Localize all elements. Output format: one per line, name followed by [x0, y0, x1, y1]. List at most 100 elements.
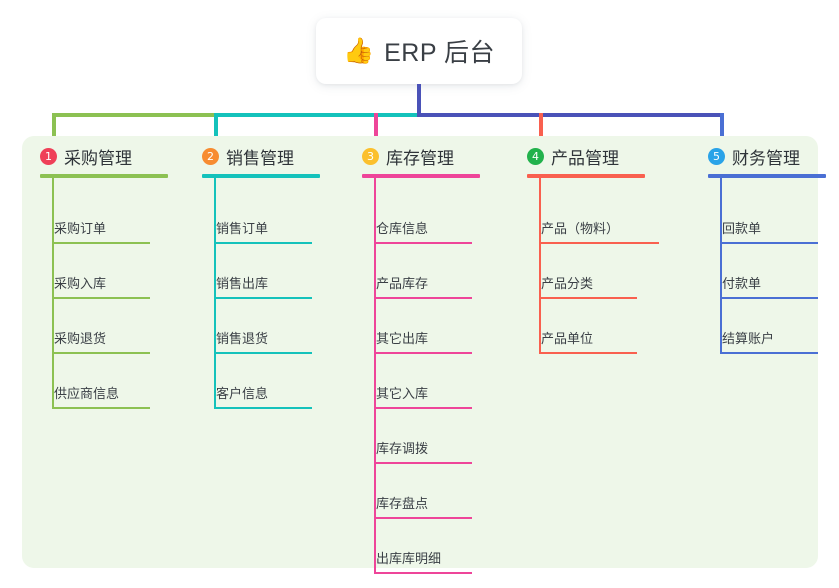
list-item-label: 采购退货 [54, 331, 107, 346]
list-item[interactable]: 采购订单 [40, 218, 150, 246]
list-item[interactable]: 销售退货 [202, 328, 312, 356]
list-item[interactable]: 产品库存 [362, 273, 472, 301]
bus-segment-blue [417, 113, 724, 117]
column-title: 产品管理 [551, 149, 619, 168]
list-item-label: 产品单位 [541, 331, 594, 346]
list-item-label: 产品库存 [376, 276, 429, 291]
list-item-label: 结算账户 [722, 331, 775, 346]
column-title: 财务管理 [732, 149, 800, 168]
list-item-rule [720, 242, 818, 244]
list-item[interactable]: 库存盘点 [362, 493, 472, 521]
column-spine [720, 176, 722, 354]
column-title: 销售管理 [226, 149, 294, 168]
list-item-rule [374, 517, 472, 519]
list-item-label: 回款单 [722, 221, 762, 236]
column-index-badge: 2 [202, 148, 219, 165]
list-item[interactable]: 库存调拨 [362, 438, 472, 466]
column-header-rule [202, 174, 320, 178]
list-item-label: 销售订单 [216, 221, 269, 236]
list-item[interactable]: 产品分类 [527, 273, 637, 301]
list-item-rule [214, 407, 312, 409]
column-spine [539, 176, 541, 354]
column-header-rule [527, 174, 645, 178]
list-item-label: 出库库明细 [376, 551, 442, 566]
list-item-rule [539, 242, 659, 244]
list-item-rule [374, 572, 472, 574]
column-库存管理: 3 库存管理仓库信息产品库存其它出库其它入库库存调拨库存盘点出库库明细 [362, 136, 512, 574]
column-spine [214, 176, 216, 409]
list-item-rule [214, 352, 312, 354]
root-node-card[interactable]: 👍 ERP 后台 [316, 18, 522, 84]
list-item[interactable]: 供应商信息 [40, 383, 150, 411]
root-trunk [417, 84, 421, 117]
list-item-rule [374, 242, 472, 244]
list-item[interactable]: 结算账户 [708, 328, 818, 356]
column-spine [374, 176, 376, 574]
list-item-label: 供应商信息 [54, 386, 120, 401]
list-item[interactable]: 其它入库 [362, 383, 472, 411]
bus-segment-green [52, 113, 214, 117]
list-item[interactable]: 销售出库 [202, 273, 312, 301]
list-item[interactable]: 付款单 [708, 273, 818, 301]
list-item-rule [52, 407, 150, 409]
list-item-label: 采购入库 [54, 276, 107, 291]
list-item[interactable]: 仓库信息 [362, 218, 472, 246]
thumbs-up-icon: 👍 [342, 36, 375, 65]
column-index-badge: 5 [708, 148, 725, 165]
list-item[interactable]: 销售订单 [202, 218, 312, 246]
list-item-label: 销售退货 [216, 331, 269, 346]
list-item-label: 其它入库 [376, 386, 429, 401]
list-item-label: 付款单 [722, 276, 762, 291]
list-item-label: 产品分类 [541, 276, 594, 291]
column-header-rule [362, 174, 480, 178]
column-index-badge: 4 [527, 148, 544, 165]
list-item[interactable]: 回款单 [708, 218, 818, 246]
column-header-rule [708, 174, 826, 178]
list-item-label: 库存盘点 [376, 496, 429, 511]
column-header-2[interactable]: 2 销售管理 [202, 144, 294, 169]
list-item-rule [539, 297, 637, 299]
bus-segment-teal [214, 113, 417, 117]
column-header-4[interactable]: 4 产品管理 [527, 144, 619, 169]
list-item[interactable]: 产品单位 [527, 328, 637, 356]
column-header-5[interactable]: 5 财务管理 [708, 144, 800, 169]
list-item-rule [720, 297, 818, 299]
column-title: 库存管理 [386, 149, 454, 168]
list-item-label: 其它出库 [376, 331, 429, 346]
list-item[interactable]: 采购入库 [40, 273, 150, 301]
list-item-rule [539, 352, 637, 354]
list-item-rule [52, 352, 150, 354]
column-销售管理: 2 销售管理销售订单销售出库销售退货客户信息 [202, 136, 352, 568]
list-item-rule [374, 407, 472, 409]
list-item-rule [214, 242, 312, 244]
column-spine [52, 176, 54, 409]
column-财务管理: 5 财务管理回款单付款单结算账户 [708, 136, 839, 568]
list-item[interactable]: 其它出库 [362, 328, 472, 356]
list-item-label: 库存调拨 [376, 441, 429, 456]
column-header-3[interactable]: 3 库存管理 [362, 144, 454, 169]
page-title: ERP 后台 [384, 39, 496, 67]
column-header-rule [40, 174, 168, 178]
list-item-rule [374, 297, 472, 299]
list-item-rule [374, 352, 472, 354]
column-index-badge: 3 [362, 148, 379, 165]
column-index-badge: 1 [40, 148, 57, 165]
list-item-label: 产品（物料） [541, 221, 620, 236]
list-item[interactable]: 客户信息 [202, 383, 312, 411]
list-item-label: 客户信息 [216, 386, 269, 401]
column-产品管理: 4 产品管理产品（物料） 产品分类产品单位 [527, 136, 677, 568]
list-item-rule [374, 462, 472, 464]
list-item-rule [720, 352, 818, 354]
list-item[interactable]: 产品（物料） [527, 218, 659, 246]
list-item-rule [52, 297, 150, 299]
list-item-rule [52, 242, 150, 244]
list-item-rule [214, 297, 312, 299]
list-item[interactable]: 采购退货 [40, 328, 150, 356]
list-item-label: 销售出库 [216, 276, 269, 291]
list-item[interactable]: 出库库明细 [362, 548, 472, 576]
list-item-label: 采购订单 [54, 221, 107, 236]
